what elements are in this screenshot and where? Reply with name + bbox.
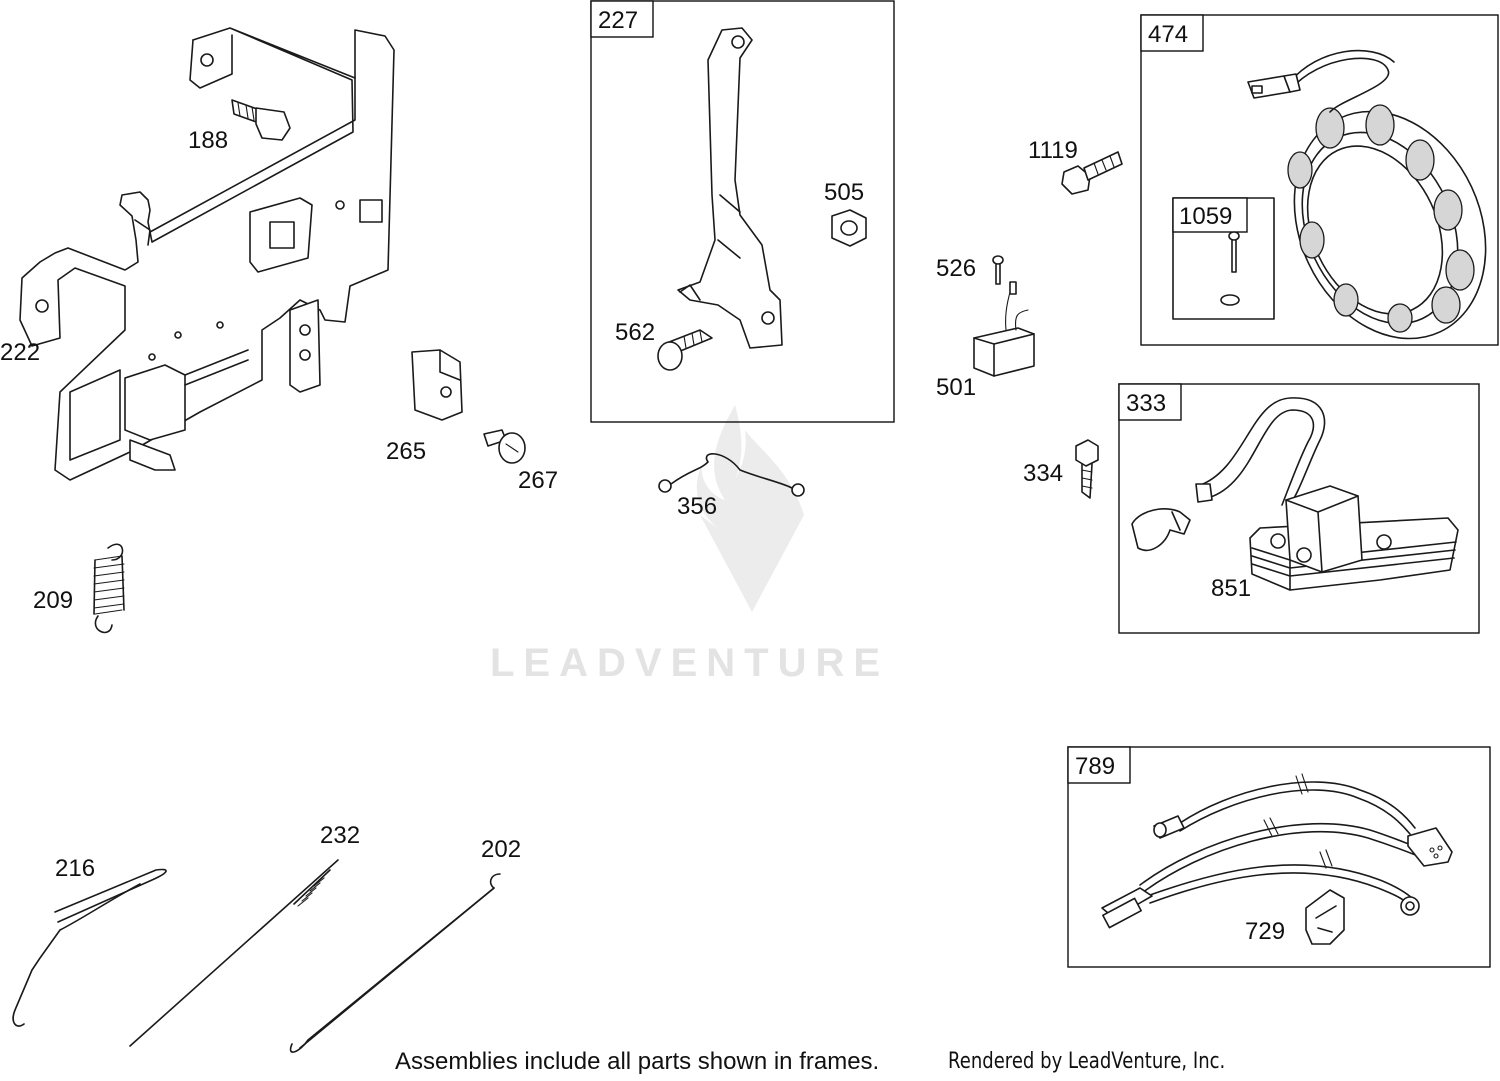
callout-188: 188 xyxy=(188,127,228,154)
frame-789: 789 xyxy=(1067,746,1491,968)
frame-333: 333 xyxy=(1118,383,1480,634)
part-232-spring-link xyxy=(129,859,339,1047)
part-356-wire xyxy=(658,453,805,497)
frame-789-label: 789 xyxy=(1075,753,1115,780)
callout-209: 209 xyxy=(33,587,73,614)
callout-267: 267 xyxy=(518,467,558,494)
callout-216: 216 xyxy=(55,855,95,882)
callout-232: 232 xyxy=(320,822,360,849)
callout-501: 501 xyxy=(936,374,976,401)
part-501-rectifier xyxy=(973,281,1035,377)
part-267-screw xyxy=(483,429,526,464)
part-188-screw xyxy=(231,99,291,141)
frame-333-label: 333 xyxy=(1126,390,1166,417)
callout-851: 851 xyxy=(1211,575,1251,602)
part-265-clip xyxy=(411,349,463,421)
frame-474: 474 xyxy=(1140,14,1499,346)
part-1119-bolt xyxy=(1061,151,1123,195)
callout-222: 222 xyxy=(0,339,40,366)
frame-474-label: 474 xyxy=(1148,21,1188,48)
part-209-spring xyxy=(93,543,125,634)
frame-227: 227 xyxy=(590,0,895,423)
watermark: LEADVENTURE xyxy=(490,405,889,685)
callout-505: 505 xyxy=(824,179,864,206)
callout-526: 526 xyxy=(936,255,976,282)
part-216-link xyxy=(12,868,167,1027)
frame-1059-label: 1059 xyxy=(1179,203,1232,230)
callout-265: 265 xyxy=(386,438,426,465)
callout-729: 729 xyxy=(1245,918,1285,945)
frame-1059: 1059 xyxy=(1172,197,1275,320)
callout-334: 334 xyxy=(1023,460,1063,487)
callout-202: 202 xyxy=(481,836,521,863)
callout-562: 562 xyxy=(615,319,655,346)
frame-227-label: 227 xyxy=(598,7,638,34)
assemblies-note: Assemblies include all parts shown in fr… xyxy=(395,1048,880,1075)
watermark-text: LEADVENTURE xyxy=(490,641,889,685)
part-202-rod xyxy=(289,873,501,1053)
part-729-clip xyxy=(1305,889,1345,945)
callout-356: 356 xyxy=(677,493,717,520)
part-505-nut xyxy=(831,209,867,247)
part-526-screw xyxy=(992,255,1004,285)
rendered-by-credit: Rendered by LeadVenture, Inc. xyxy=(948,1049,1226,1074)
part-334-bolt xyxy=(1075,439,1099,499)
part-222-control-bracket xyxy=(19,27,395,481)
callout-1119: 1119 xyxy=(1028,137,1078,164)
callout-labels: 188 222 209 265 267 562 505 356 1119 526… xyxy=(0,127,1285,945)
